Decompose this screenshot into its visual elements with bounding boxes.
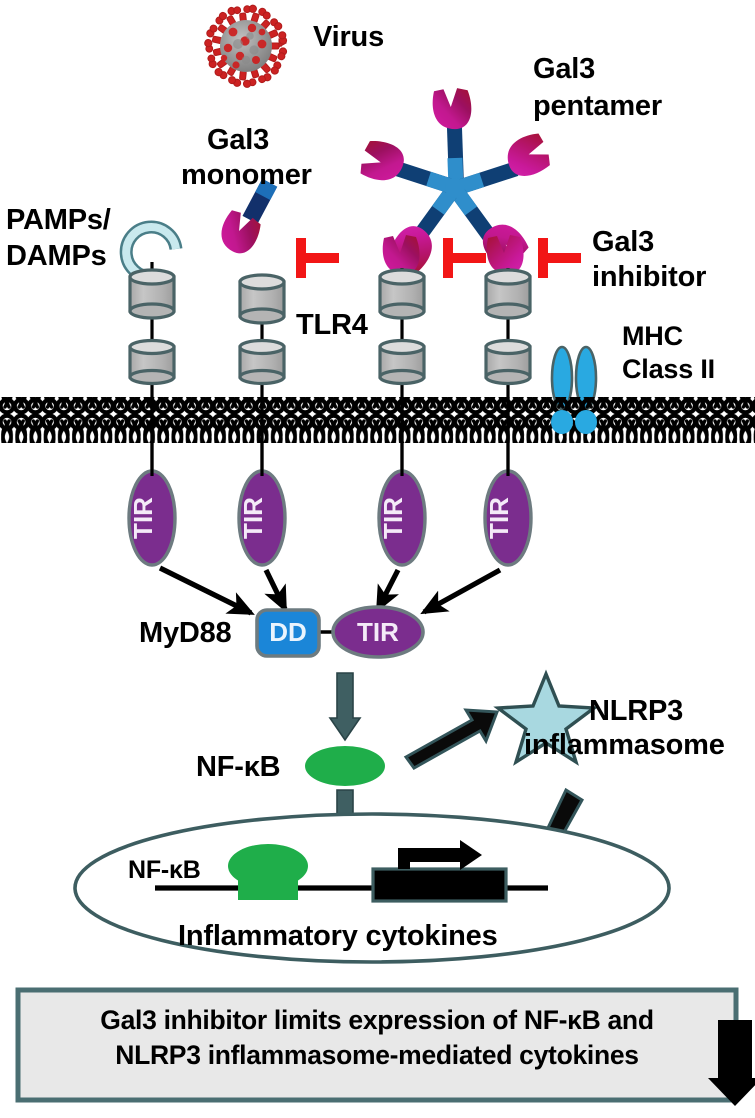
gal3-inhibitor-label-line1: Gal3 [592, 226, 655, 258]
inflammatory-cytokines-label: Inflammatory cytokines [178, 920, 498, 952]
tir-to-myd88-arrows [158, 565, 502, 616]
nfkb-cytoplasm-shape [305, 746, 385, 786]
nlrp3-label-line1: NLRP3 [589, 695, 684, 727]
gal3-monomer-label-line2: monomer [181, 159, 312, 191]
tlr4-receptor-1 [128, 268, 176, 386]
pamps-damps-label-line2: DAMPs [6, 240, 107, 272]
inhibitor-symbol-3 [538, 238, 581, 278]
tlr4-receptor-4 [484, 268, 532, 386]
nlrp3-label-line2: inflammasome [524, 729, 725, 761]
conclusion-down-arrow [708, 1020, 755, 1106]
pamps-damps-label-line1: PAMPs/ [6, 204, 111, 236]
conclusion-box [15, 987, 755, 1106]
gal3-bound-receptor-4 [486, 235, 524, 274]
myd88-to-nfkb-arrow [328, 672, 362, 742]
virus-icon [204, 4, 288, 88]
myd88-tir-domain [331, 605, 425, 659]
nfkb-cytoplasm-label: NF-κB [196, 751, 281, 783]
gal3-monomer-icon [221, 178, 278, 254]
tlr4-receptor-3 [378, 268, 426, 386]
tir-domain-1 [127, 469, 177, 567]
conclusion-text: Gal3 inhibitor limits expression of NF-κ… [100, 1005, 654, 1070]
tir-domains [127, 469, 533, 567]
gal3-pentamer-label-line2: pentamer [533, 90, 662, 122]
arrow-to-nlrp3 [403, 708, 500, 770]
tir-domain-2 [237, 469, 287, 567]
gal3-pentamer-label-line1: Gal3 [533, 53, 596, 85]
myd88-complex [255, 605, 425, 659]
nlrp3-star-icon [493, 669, 599, 766]
nfkb-nucleus-label: NF-κB [128, 856, 201, 884]
gene-box [371, 840, 508, 903]
mhc-label-line2: Class II [622, 354, 715, 384]
mhc-class-ii-icon [550, 345, 598, 434]
virus-label: Virus [313, 21, 385, 53]
gal3-inhibitor-label-line2: inhibitor [592, 261, 707, 293]
myd88-dd-domain [255, 608, 321, 658]
tir-domain-3 [377, 469, 427, 567]
tlr4-receptor-2 [238, 273, 286, 386]
gal3-monomer-label-line1: Gal3 [207, 124, 270, 156]
gal3-inhibitor-symbols [296, 238, 581, 278]
nfkb-nucleus-shape [228, 844, 308, 900]
myd88-label: MyD88 [139, 617, 232, 649]
mhc-label-line1: MHC [622, 321, 683, 351]
gal3-pentamer-icon [360, 88, 550, 273]
nucleus [73, 812, 671, 964]
inhibitor-symbol-2 [443, 238, 486, 278]
gal3-head [432, 88, 472, 130]
tlr4-receptors [128, 262, 532, 480]
tir-domain-4 [483, 469, 533, 567]
tlr4-label: TLR4 [296, 309, 368, 341]
gal3-bound-receptor-3 [382, 235, 420, 274]
inhibitor-symbol-1 [296, 238, 339, 278]
